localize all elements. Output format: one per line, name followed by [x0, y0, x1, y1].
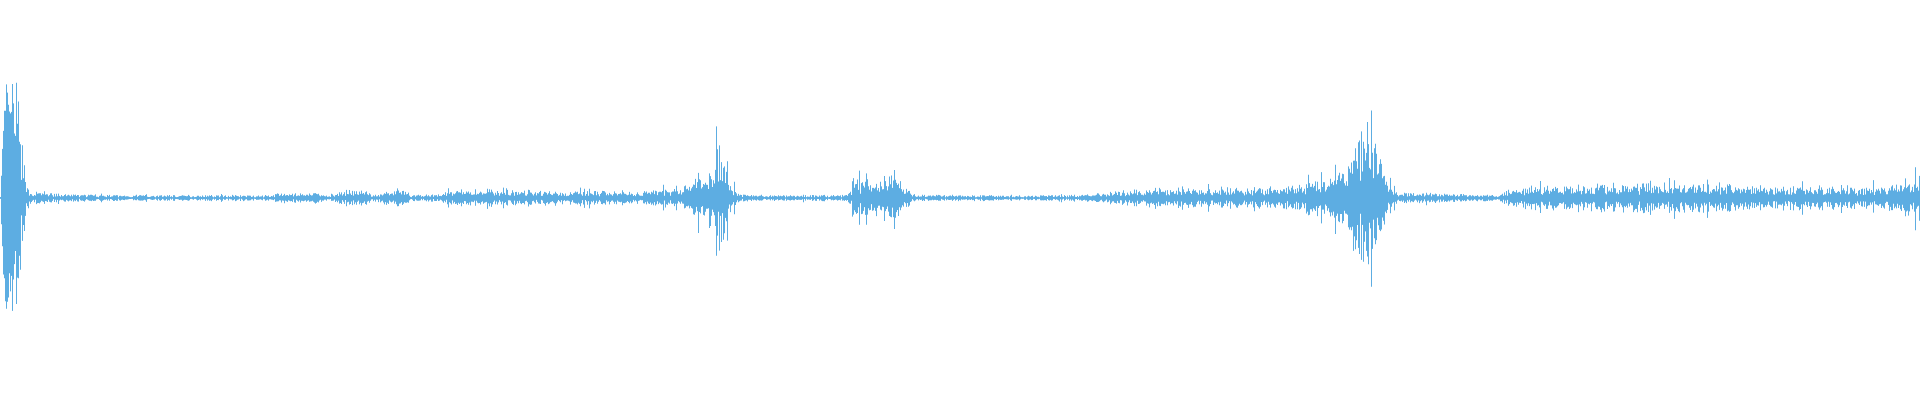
waveform-bars	[0, 82, 1920, 311]
waveform-path	[0, 82, 1920, 311]
